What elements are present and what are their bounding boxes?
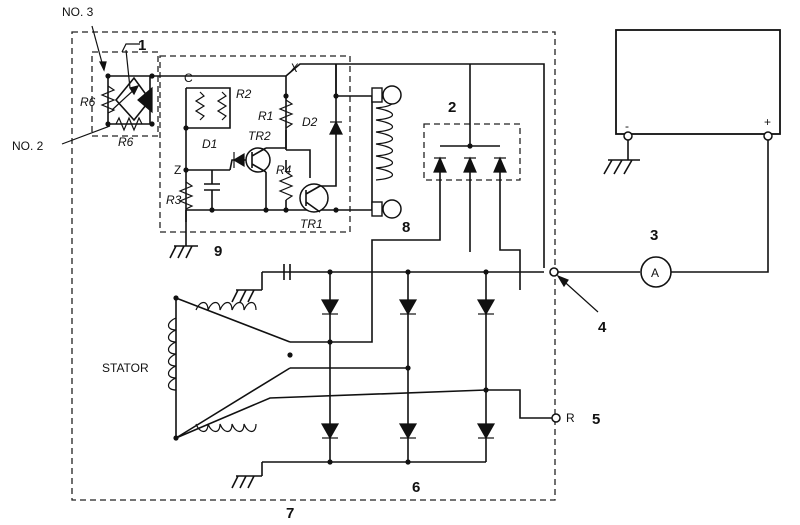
label-r3: R3 [166,193,182,207]
label-r-terminal: R [566,411,575,425]
label-r1: R1 [258,109,273,123]
label-tr2: TR2 [248,129,271,143]
battery-box [615,29,781,135]
adjuster-network [100,73,155,132]
label-9: 9 [214,243,222,260]
label-1: 1 [138,37,146,54]
label-d2: D2 [302,115,318,129]
label-5: 5 [592,411,600,428]
label-z: Z [174,163,181,177]
label-r4: R4 [276,163,292,177]
alternator-housing-outline [71,31,556,501]
stator-windings [167,295,293,441]
label1-leader-line [121,43,140,53]
label-8: 8 [402,219,410,236]
rectifier-bridge [175,264,552,489]
no2-leader-line [61,125,111,145]
label-battery-neg: - [625,119,629,133]
output-wiring [549,131,773,423]
label-6: 6 [412,479,420,496]
label-r2: R2 [236,87,252,101]
regulator-box-outline [159,55,351,233]
label-r6-left: R6 [80,95,96,109]
label-x: X [289,61,299,75]
label-2: 2 [448,99,456,116]
label-battery-pos: + [764,115,771,129]
diode-trio [371,64,521,330]
label-3: 3 [650,227,658,244]
label-c: C [184,71,193,85]
label-7: 7 [286,505,294,522]
label-no2: NO. 2 [12,139,44,153]
label-tr1: TR1 [300,217,323,231]
adjuster-box-outline [91,51,159,137]
label-no3: NO. 3 [62,5,94,19]
ground-symbol-regulator [169,245,198,259]
label-stator: STATOR [102,361,149,375]
diode-trio-box-outline [423,123,521,181]
label-r6-bottom: R6 [118,135,134,149]
label-4: 4 [598,319,607,336]
label-d1: D1 [202,137,217,151]
ammeter-symbol-label: A [651,266,659,280]
regulator-circuit [152,63,545,268]
